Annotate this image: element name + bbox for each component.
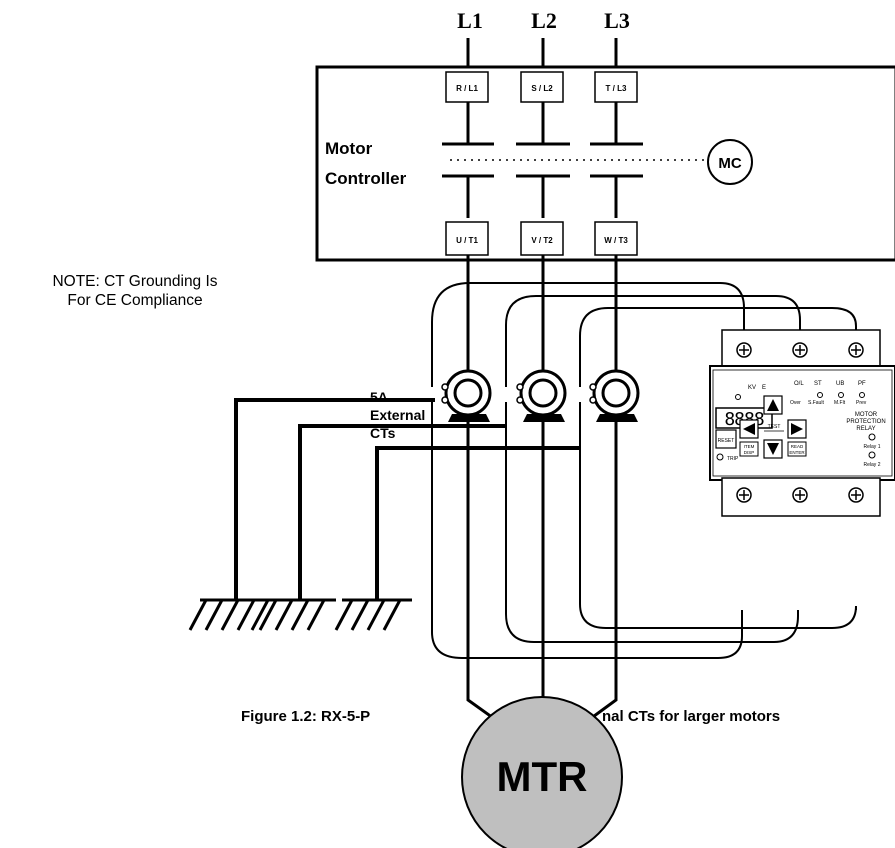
phase-label-l3: L3	[604, 8, 630, 33]
trip-label: TRIP	[727, 456, 739, 462]
item-label: ITEM	[744, 444, 755, 449]
contactor-label: MC	[718, 155, 741, 172]
led-label-e: E	[762, 385, 766, 391]
phase-label-l2: L2	[531, 8, 557, 33]
down-arrow-icon	[767, 443, 779, 455]
right-arrow-icon	[791, 423, 803, 435]
controller-label-dot: .	[405, 169, 410, 188]
load-terminals: U / T1 V / T2 W / T3	[445, 221, 638, 256]
ct-phase-1	[441, 369, 492, 422]
phase-label-l1: L1	[457, 8, 483, 33]
ct-phase-2	[516, 369, 567, 422]
terminal-w-t3: W / T3	[604, 236, 628, 245]
ct-label-line2: External	[370, 407, 425, 423]
contactor-contacts	[442, 102, 643, 218]
relay-title-line2: PROTECTION	[846, 419, 885, 425]
ct-ground-wires	[234, 398, 580, 600]
led-label-st: ST	[814, 381, 822, 387]
led-label-kv: KV	[748, 385, 756, 391]
note-line2: For CE Compliance	[67, 292, 203, 309]
left-arrow-icon	[743, 423, 755, 435]
controller-label-line2: Controller.	[325, 169, 410, 188]
relay2-label: Relay 2	[864, 462, 881, 468]
test-label: TEST	[768, 424, 781, 430]
current-transformers	[441, 369, 640, 422]
relay1-led	[868, 433, 876, 441]
motor-label: MTR	[497, 753, 588, 800]
led-sub-st: S.Fault	[808, 400, 824, 406]
relay2-led	[868, 451, 876, 459]
relay-item-disp-button[interactable]	[739, 441, 759, 457]
line-terminals: R / L1 S / L2 T / L3	[445, 71, 638, 103]
led-sub-pf: Prev	[856, 400, 867, 406]
led-label-ub: UB	[836, 381, 844, 387]
controller-label-text: Controller	[325, 169, 407, 188]
protection-relay: KV E O/L ST UB PF Over S.Fault M.Flt Pre…	[709, 329, 895, 517]
relay1-label: Relay 1	[864, 444, 881, 450]
contactor-coil	[707, 139, 753, 185]
ct-label-line1: 5A	[370, 389, 388, 405]
led-label-pf: PF	[858, 381, 866, 387]
led-sub-ol: Over	[790, 400, 801, 406]
led-sub-ub: M.Flt	[834, 400, 846, 406]
trip-led	[716, 453, 724, 461]
reset-label: RESET	[718, 438, 735, 444]
relay-title-line3: RELAY	[856, 426, 875, 432]
figure-caption-right: nal CTs for larger motors	[602, 708, 781, 725]
terminal-u-t1: U / T1	[456, 236, 478, 245]
motor-symbol	[461, 696, 623, 848]
enter-label: ENTER	[789, 450, 805, 455]
terminal-t-l3: T / L3	[606, 84, 627, 93]
ct-label-line3: CTs	[370, 425, 396, 441]
relay-led-row	[735, 392, 865, 400]
ct-grounding-note: NOTE: CT Grounding Is For CE Compliance	[0, 272, 270, 310]
disp-label: DISP	[744, 450, 755, 455]
up-arrow-icon	[767, 399, 779, 411]
ct-phase-3	[589, 369, 640, 422]
relay-read-enter-button[interactable]	[787, 441, 807, 457]
ct-secondary-loops	[431, 282, 857, 659]
relay-title-line1: MOTOR	[855, 412, 878, 418]
led-label-ol: O/L	[794, 381, 804, 387]
controller-label-line1: Motor	[325, 139, 373, 158]
note-line1: NOTE: CT Grounding Is	[52, 273, 218, 290]
read-label: READ	[791, 444, 804, 449]
relay-reset-button[interactable]	[715, 429, 737, 449]
terminal-s-l2: S / L2	[531, 84, 553, 93]
terminal-r-l1: R / L1	[456, 84, 478, 93]
terminal-v-t2: V / T2	[531, 236, 553, 245]
figure-caption-left: Figure 1.2: RX-5-P	[241, 708, 371, 725]
ground-symbols	[188, 598, 412, 631]
